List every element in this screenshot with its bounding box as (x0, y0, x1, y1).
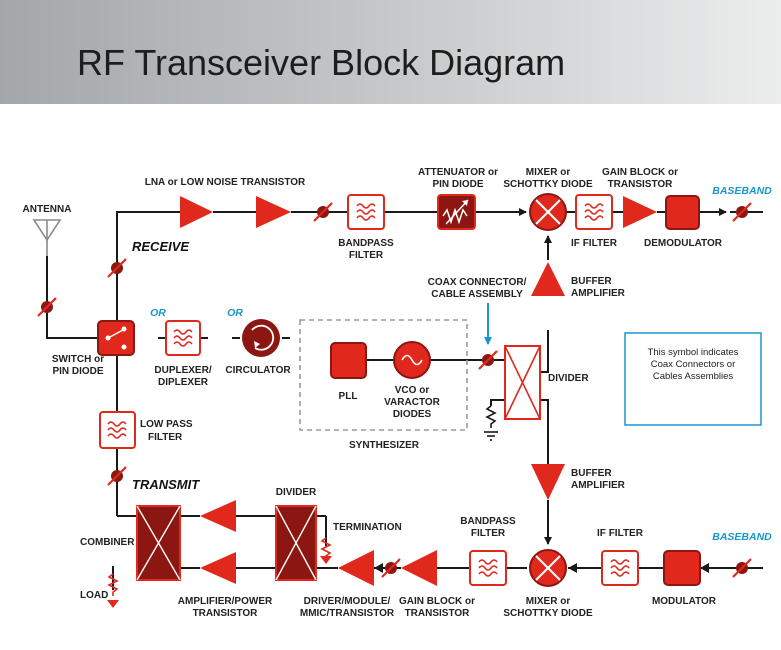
divider-lo-block (504, 345, 541, 420)
divider-tx-block (275, 505, 317, 581)
header-banner (0, 0, 781, 104)
legend-text-3: Cables Assemblies (653, 371, 734, 382)
label-lna: LNA or LOW NOISE TRANSISTOR (145, 177, 306, 188)
label-bandpass-rx-1: BANDPASS (338, 238, 394, 249)
label-switch-2: PIN DIODE (52, 366, 103, 377)
label-synthesizer: SYNTHESIZER (349, 440, 420, 451)
attenuator (437, 194, 476, 230)
tx-arrows (374, 563, 709, 573)
combiner-block (136, 505, 181, 581)
label-baseband-tx: BASEBAND (712, 531, 772, 543)
labels: ANTENNA RECEIVE TRANSMIT SWITCH or PIN D… (23, 167, 773, 619)
label-buffer-top-1: BUFFER (571, 276, 612, 287)
label-divider-tx: DIVIDER (276, 487, 317, 498)
buffer-amplifier-bottom (531, 464, 565, 500)
legend-text-2: Coax Connectors or (651, 359, 735, 370)
label-if-filter-rx: IF FILTER (571, 238, 618, 249)
mixer-rx (529, 193, 567, 231)
label-low-pass-1: LOW PASS (140, 419, 193, 430)
label-pll: PLL (339, 391, 358, 402)
mixer-tx (529, 549, 567, 587)
page-title: RF Transceiver Block Diagram (77, 42, 566, 83)
label-or-1: OR (150, 307, 166, 319)
label-duplexer-1: DUPLEXER/ (154, 365, 211, 376)
label-divider-lo: DIVIDER (548, 373, 589, 384)
label-mixer-tx-1: MIXER or (526, 596, 571, 607)
driver-amplifier (338, 550, 374, 586)
label-mixer-tx-2: SCHOTTKY DIODE (503, 608, 593, 619)
label-gain-rx-2: TRANSISTOR (608, 179, 674, 190)
modulator-block (663, 550, 701, 586)
buffer-amplifier-top (531, 262, 565, 296)
power-amplifier-bottom (200, 552, 236, 584)
label-mixer-rx-1: MIXER or (526, 167, 571, 178)
bandpass-filter-rx (347, 194, 385, 230)
label-coax-2: CABLE ASSEMBLY (431, 289, 523, 300)
label-demodulator: DEMODULATOR (644, 238, 723, 249)
lna-amplifier-2 (256, 196, 291, 228)
lna-amplifier-1 (180, 196, 213, 228)
legend-text-1: This symbol indicates (648, 347, 739, 358)
label-vco-1: VCO or (395, 385, 430, 396)
label-driver-1: DRIVER/MODULE/ (304, 596, 391, 607)
label-amp-power-1: AMPLIFIER/POWER (178, 596, 273, 607)
label-load: LOAD (80, 590, 108, 601)
if-filter-tx (601, 550, 639, 586)
label-coax-1: COAX CONNECTOR/ (428, 277, 527, 288)
label-low-pass-2: FILTER (148, 432, 183, 443)
demodulator-block (665, 195, 700, 230)
load-resistor (107, 573, 119, 608)
label-if-filter-tx: IF FILTER (597, 528, 644, 539)
label-antenna: ANTENNA (23, 204, 72, 215)
antenna-icon (32, 219, 62, 256)
label-or-2: OR (227, 307, 243, 319)
pll-block (330, 342, 367, 379)
ground-symbol (484, 405, 498, 441)
label-driver-2: MMIC/TRANSISTOR (300, 608, 395, 619)
label-circulator: CIRCULATOR (225, 365, 291, 376)
label-gain-tx-1: GAIN BLOCK or (399, 596, 475, 607)
label-combiner: COMBINER (80, 537, 135, 548)
duplexer-block (165, 320, 201, 356)
label-termination: TERMINATION (333, 522, 402, 533)
label-mixer-rx-2: SCHOTTKY DIODE (503, 179, 593, 190)
bandpass-filter-tx (469, 550, 507, 586)
legend-box (624, 332, 762, 426)
label-amp-power-2: TRANSISTOR (193, 608, 259, 619)
label-bandpass-tx-2: FILTER (471, 528, 506, 539)
gain-block-tx (401, 550, 437, 586)
label-buffer-bottom-1: BUFFER (571, 468, 612, 479)
if-filter-rx (575, 194, 613, 230)
label-transmit: TRANSMIT (132, 477, 200, 492)
label-gain-rx-1: GAIN BLOCK or (602, 167, 678, 178)
label-buffer-bottom-2: AMPLIFIER (571, 480, 626, 491)
circulator-block (242, 319, 280, 357)
gain-block-rx (623, 196, 657, 228)
vco-block (393, 341, 431, 379)
power-amplifier-top (200, 500, 236, 532)
label-gain-tx-2: TRANSISTOR (405, 608, 471, 619)
label-attenuator-2: PIN DIODE (432, 179, 483, 190)
label-receive: RECEIVE (132, 239, 189, 254)
label-duplexer-2: DIPLEXER (158, 377, 209, 388)
label-vco-2: VARACTOR (384, 397, 441, 408)
label-bandpass-tx-1: BANDPASS (460, 516, 516, 527)
label-buffer-top-2: AMPLIFIER (571, 288, 626, 299)
label-switch-1: SWITCH or (52, 354, 104, 365)
synthesizer-box (299, 319, 468, 431)
label-vco-3: DIODES (393, 409, 432, 420)
low-pass-filter (99, 411, 136, 449)
label-attenuator-1: ATTENUATOR or (418, 167, 498, 178)
switch-block (97, 320, 135, 356)
termination-resistor (320, 537, 332, 564)
label-modulator: MODULATOR (652, 596, 717, 607)
label-baseband-rx: BASEBAND (712, 185, 772, 197)
label-bandpass-rx-2: FILTER (349, 250, 384, 261)
